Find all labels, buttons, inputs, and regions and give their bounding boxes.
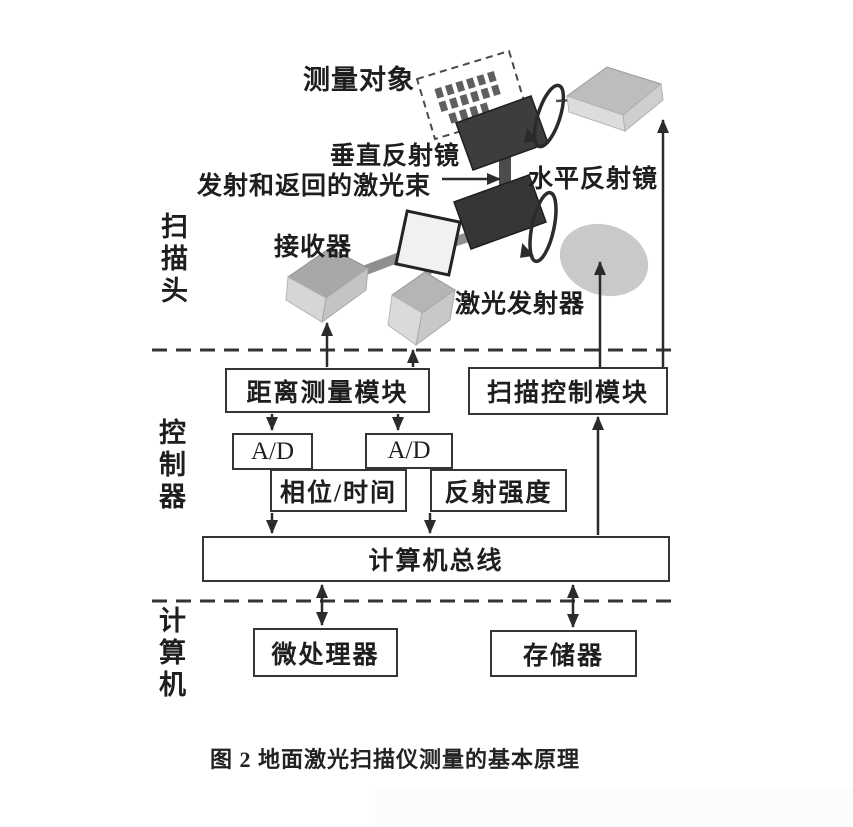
horizontal-rotation-motor xyxy=(559,223,649,297)
laser-emitter-label: 激光发射器 xyxy=(455,291,586,318)
ad-converter-left-box: A/D xyxy=(232,433,313,470)
figure-caption: 图 2 地面激光扫描仪测量的基本原理 xyxy=(209,747,580,772)
target-label: 测量对象 xyxy=(303,65,415,95)
rotation-arrow-icon xyxy=(520,190,558,264)
receiver-housing xyxy=(285,247,369,324)
horizontal-mirror-label: 水平反射镜 xyxy=(528,166,659,193)
beam-splitter xyxy=(394,209,462,277)
section-label-controller: 控制器 xyxy=(155,418,185,514)
section-label-scan-head: 扫描头 xyxy=(157,212,187,308)
rotation-arrow-icon xyxy=(523,83,566,149)
scan-control-module-box: 扫描控制模块 xyxy=(468,367,668,415)
laser-beam-label: 发射和返回的激光束 xyxy=(197,173,432,200)
distance-module-box: 距离测量模块 xyxy=(225,368,430,413)
flow-arrows xyxy=(266,119,669,628)
computer-bus-box: 计算机总线 xyxy=(202,536,670,582)
scan-artifact-shading xyxy=(375,788,853,827)
receiver-label: 接收器 xyxy=(274,234,353,261)
horizontal-mirror-housing xyxy=(565,66,664,132)
section-label-computer: 计算机 xyxy=(155,606,185,702)
lower-mirror xyxy=(453,174,547,250)
microprocessor-box: 微处理器 xyxy=(253,628,398,677)
vertical-mirror-label: 垂直反射镜 xyxy=(330,143,461,170)
memory-box: 存储器 xyxy=(490,630,637,677)
laser-emitter-housing xyxy=(387,271,456,347)
reflection-intensity-box: 反射强度 xyxy=(430,469,567,512)
phase-time-box: 相位/时间 xyxy=(270,469,407,512)
ad-converter-right-box: A/D xyxy=(365,433,453,469)
